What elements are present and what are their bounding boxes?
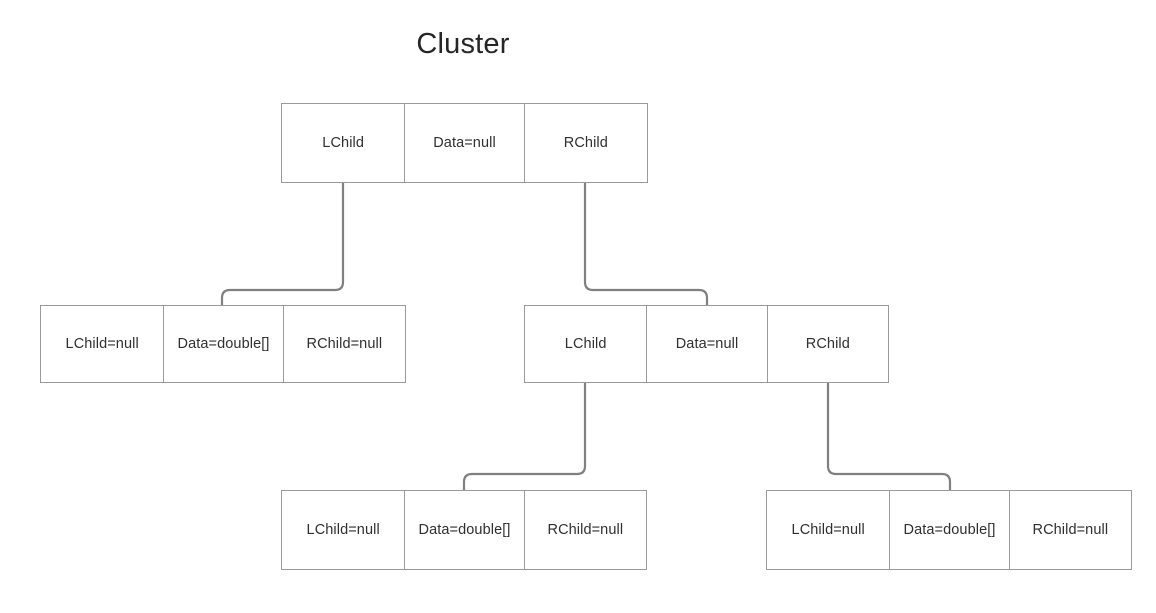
node-root-cell-data: Data=null (404, 104, 523, 182)
node-leaf-right-cell-data: Data=double[] (889, 491, 1008, 569)
node-root-cell-lchild: LChild (322, 135, 365, 151)
node-leaf-right[interactable]: LChild=null Data=double[] RChild=null (766, 490, 1132, 570)
node-leaf-left-cell-lchild: LChild=null (65, 336, 139, 352)
node-leaf-mid[interactable]: LChild=null Data=double[] RChild=null (281, 490, 647, 570)
node-leaf-left-cell-data: Data=double[] (163, 306, 282, 382)
node-internal-right[interactable]: LChild Data=null RChild (524, 305, 889, 383)
edge-internal-rchild (826, 383, 952, 490)
node-leaf-mid-cell-rchild: RChild=null (523, 491, 646, 569)
node-root-cell-rchild: RChild (523, 104, 647, 182)
edge-internal-lchild (462, 383, 587, 490)
node-internal-right-cell-lchild: LChild (564, 336, 607, 352)
node-leaf-right-cell-lchild: LChild=null (791, 522, 865, 538)
node-leaf-left[interactable]: LChild=null Data=double[] RChild=null (40, 305, 406, 383)
node-leaf-mid-cell-data: Data=double[] (404, 491, 523, 569)
node-leaf-mid-cell-lchild: LChild=null (306, 522, 380, 538)
node-leaf-left-cell-rchild: RChild=null (282, 306, 405, 382)
node-root[interactable]: LChild Data=null RChild (281, 103, 648, 183)
node-internal-right-cell-rchild: RChild (766, 306, 888, 382)
node-leaf-right-cell-rchild: RChild=null (1008, 491, 1131, 569)
edge-root-lchild (220, 183, 345, 305)
page-title: Cluster (416, 28, 510, 60)
node-internal-right-cell-data: Data=null (646, 306, 766, 382)
edge-root-rchild (583, 183, 709, 305)
